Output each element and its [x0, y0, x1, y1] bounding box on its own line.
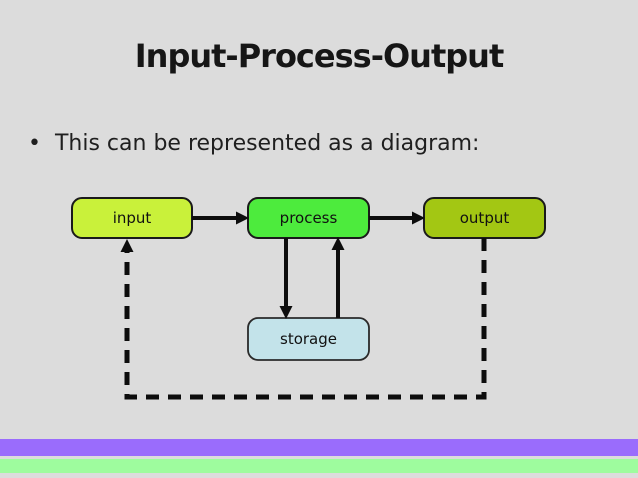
storage-box	[247, 317, 370, 361]
process-box-label: process	[280, 209, 338, 227]
arrow-storage-to-process	[331, 237, 345, 318]
bullet-text: This can be represented as a diagram:	[54, 131, 480, 156]
arrow-process-to-storage	[279, 238, 293, 319]
slide-title: Input-Process-Output	[134, 37, 504, 75]
input-box-label: input	[113, 209, 152, 227]
bullet-marker: •	[28, 131, 41, 156]
footer-purple-stripe	[0, 439, 638, 456]
footer-green-stripe	[0, 459, 638, 473]
output-box-label: output	[460, 209, 510, 227]
arrow-input-to-process	[192, 211, 249, 225]
arrow-process-to-output	[369, 211, 425, 225]
dashed-feedback-loop	[120, 238, 487, 400]
bullet-line: • This can be represented as a diagram:	[28, 128, 479, 160]
storage-box-label: storage	[280, 330, 337, 348]
